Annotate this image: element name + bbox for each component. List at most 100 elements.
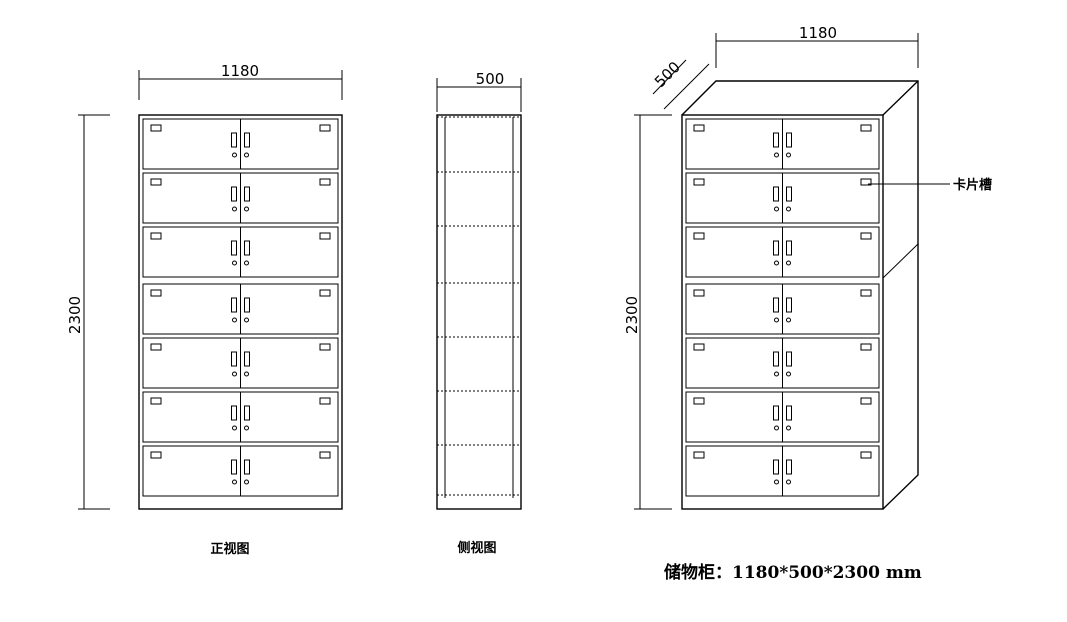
card-slot-icon xyxy=(693,178,705,186)
lock-icon xyxy=(232,425,237,431)
card-slot-icon xyxy=(319,451,331,459)
door-row xyxy=(685,172,880,224)
side-cabinet-body xyxy=(436,114,522,510)
card-slot-icon xyxy=(693,343,705,351)
front-view: 1180 2300 正视图 xyxy=(66,62,343,557)
door-row xyxy=(142,226,339,278)
handle-icon xyxy=(773,132,779,148)
iso-depth-label: 500 xyxy=(651,58,684,91)
handle-icon xyxy=(786,405,792,421)
lock-icon xyxy=(786,479,791,485)
lock-icon xyxy=(786,317,791,323)
card-slot-icon xyxy=(150,289,162,297)
front-door-grid xyxy=(142,118,339,497)
front-height-label: 2300 xyxy=(66,296,84,334)
side-depth-dimension: 500 xyxy=(436,70,522,112)
handle-icon xyxy=(244,459,250,475)
front-height-dimension: 2300 xyxy=(66,114,110,510)
front-view-caption: 正视图 xyxy=(210,541,249,557)
lock-icon xyxy=(786,371,791,377)
iso-door-grid xyxy=(685,118,880,497)
handle-icon xyxy=(786,459,792,475)
lock-icon xyxy=(774,479,779,485)
card-slot-icon xyxy=(860,289,872,297)
door-row xyxy=(142,337,339,389)
lock-icon xyxy=(244,371,249,377)
handle-icon xyxy=(786,351,792,367)
card-slot-icon xyxy=(693,232,705,240)
lock-icon xyxy=(232,152,237,158)
iso-width-label: 1180 xyxy=(799,24,837,42)
product-dimensions-caption: 储物柜：1180*500*2300 mm xyxy=(664,562,922,583)
door-row xyxy=(142,391,339,443)
side-shelf-lines xyxy=(437,116,521,498)
lock-icon xyxy=(774,425,779,431)
door-row xyxy=(685,445,880,497)
iso-height-label: 2300 xyxy=(623,296,641,334)
door-row xyxy=(142,445,339,497)
card-slot-icon xyxy=(693,397,705,405)
card-slot-icon xyxy=(319,397,331,405)
card-slot-icon xyxy=(693,289,705,297)
lock-icon xyxy=(232,371,237,377)
card-slot-icon xyxy=(319,289,331,297)
lock-icon xyxy=(244,317,249,323)
handle-icon xyxy=(231,459,237,475)
door-row xyxy=(685,118,880,170)
lock-icon xyxy=(786,152,791,158)
card-slot-icon xyxy=(150,232,162,240)
card-slot-icon xyxy=(860,343,872,351)
lock-icon xyxy=(232,317,237,323)
handle-icon xyxy=(231,240,237,256)
handle-icon xyxy=(786,186,792,202)
handle-icon xyxy=(244,186,250,202)
handle-icon xyxy=(231,351,237,367)
card-slot-icon xyxy=(319,178,331,186)
lock-icon xyxy=(244,479,249,485)
door-row xyxy=(685,337,880,389)
side-view: 500 侧视图 xyxy=(436,70,522,556)
card-slot-label: 卡片槽 xyxy=(953,177,992,193)
iso-width-dimension: 1180 xyxy=(715,24,919,68)
door-row xyxy=(142,172,339,224)
handle-icon xyxy=(786,297,792,313)
handle-icon xyxy=(773,297,779,313)
handle-icon xyxy=(231,405,237,421)
handle-icon xyxy=(244,405,250,421)
front-width-label: 1180 xyxy=(221,62,259,80)
handle-icon xyxy=(244,297,250,313)
card-slot-icon xyxy=(319,343,331,351)
card-slot-icon xyxy=(693,124,705,132)
card-slot-icon xyxy=(150,124,162,132)
side-depth-label: 500 xyxy=(476,70,505,88)
lock-icon xyxy=(232,206,237,212)
lock-icon xyxy=(232,479,237,485)
handle-icon xyxy=(231,186,237,202)
card-slot-icon xyxy=(150,451,162,459)
card-slot-icon xyxy=(319,124,331,132)
lock-icon xyxy=(774,206,779,212)
card-slot-icon xyxy=(150,343,162,351)
handle-icon xyxy=(244,351,250,367)
card-slot-icon xyxy=(150,178,162,186)
handle-icon xyxy=(244,240,250,256)
handle-icon xyxy=(244,132,250,148)
card-slot-icon xyxy=(150,397,162,405)
handle-icon xyxy=(773,459,779,475)
lock-icon xyxy=(232,260,237,266)
lock-icon xyxy=(786,425,791,431)
handle-icon xyxy=(786,240,792,256)
card-slot-icon xyxy=(860,232,872,240)
handle-icon xyxy=(773,405,779,421)
lock-icon xyxy=(244,425,249,431)
handle-icon xyxy=(231,132,237,148)
card-slot-callout: 卡片槽 xyxy=(868,177,992,193)
lock-icon xyxy=(774,152,779,158)
lock-icon xyxy=(774,317,779,323)
card-slot-icon xyxy=(860,124,872,132)
side-view-caption: 侧视图 xyxy=(457,540,496,556)
handle-icon xyxy=(773,351,779,367)
card-slot-icon xyxy=(860,178,872,186)
iso-height-dimension: 2300 xyxy=(623,114,672,510)
